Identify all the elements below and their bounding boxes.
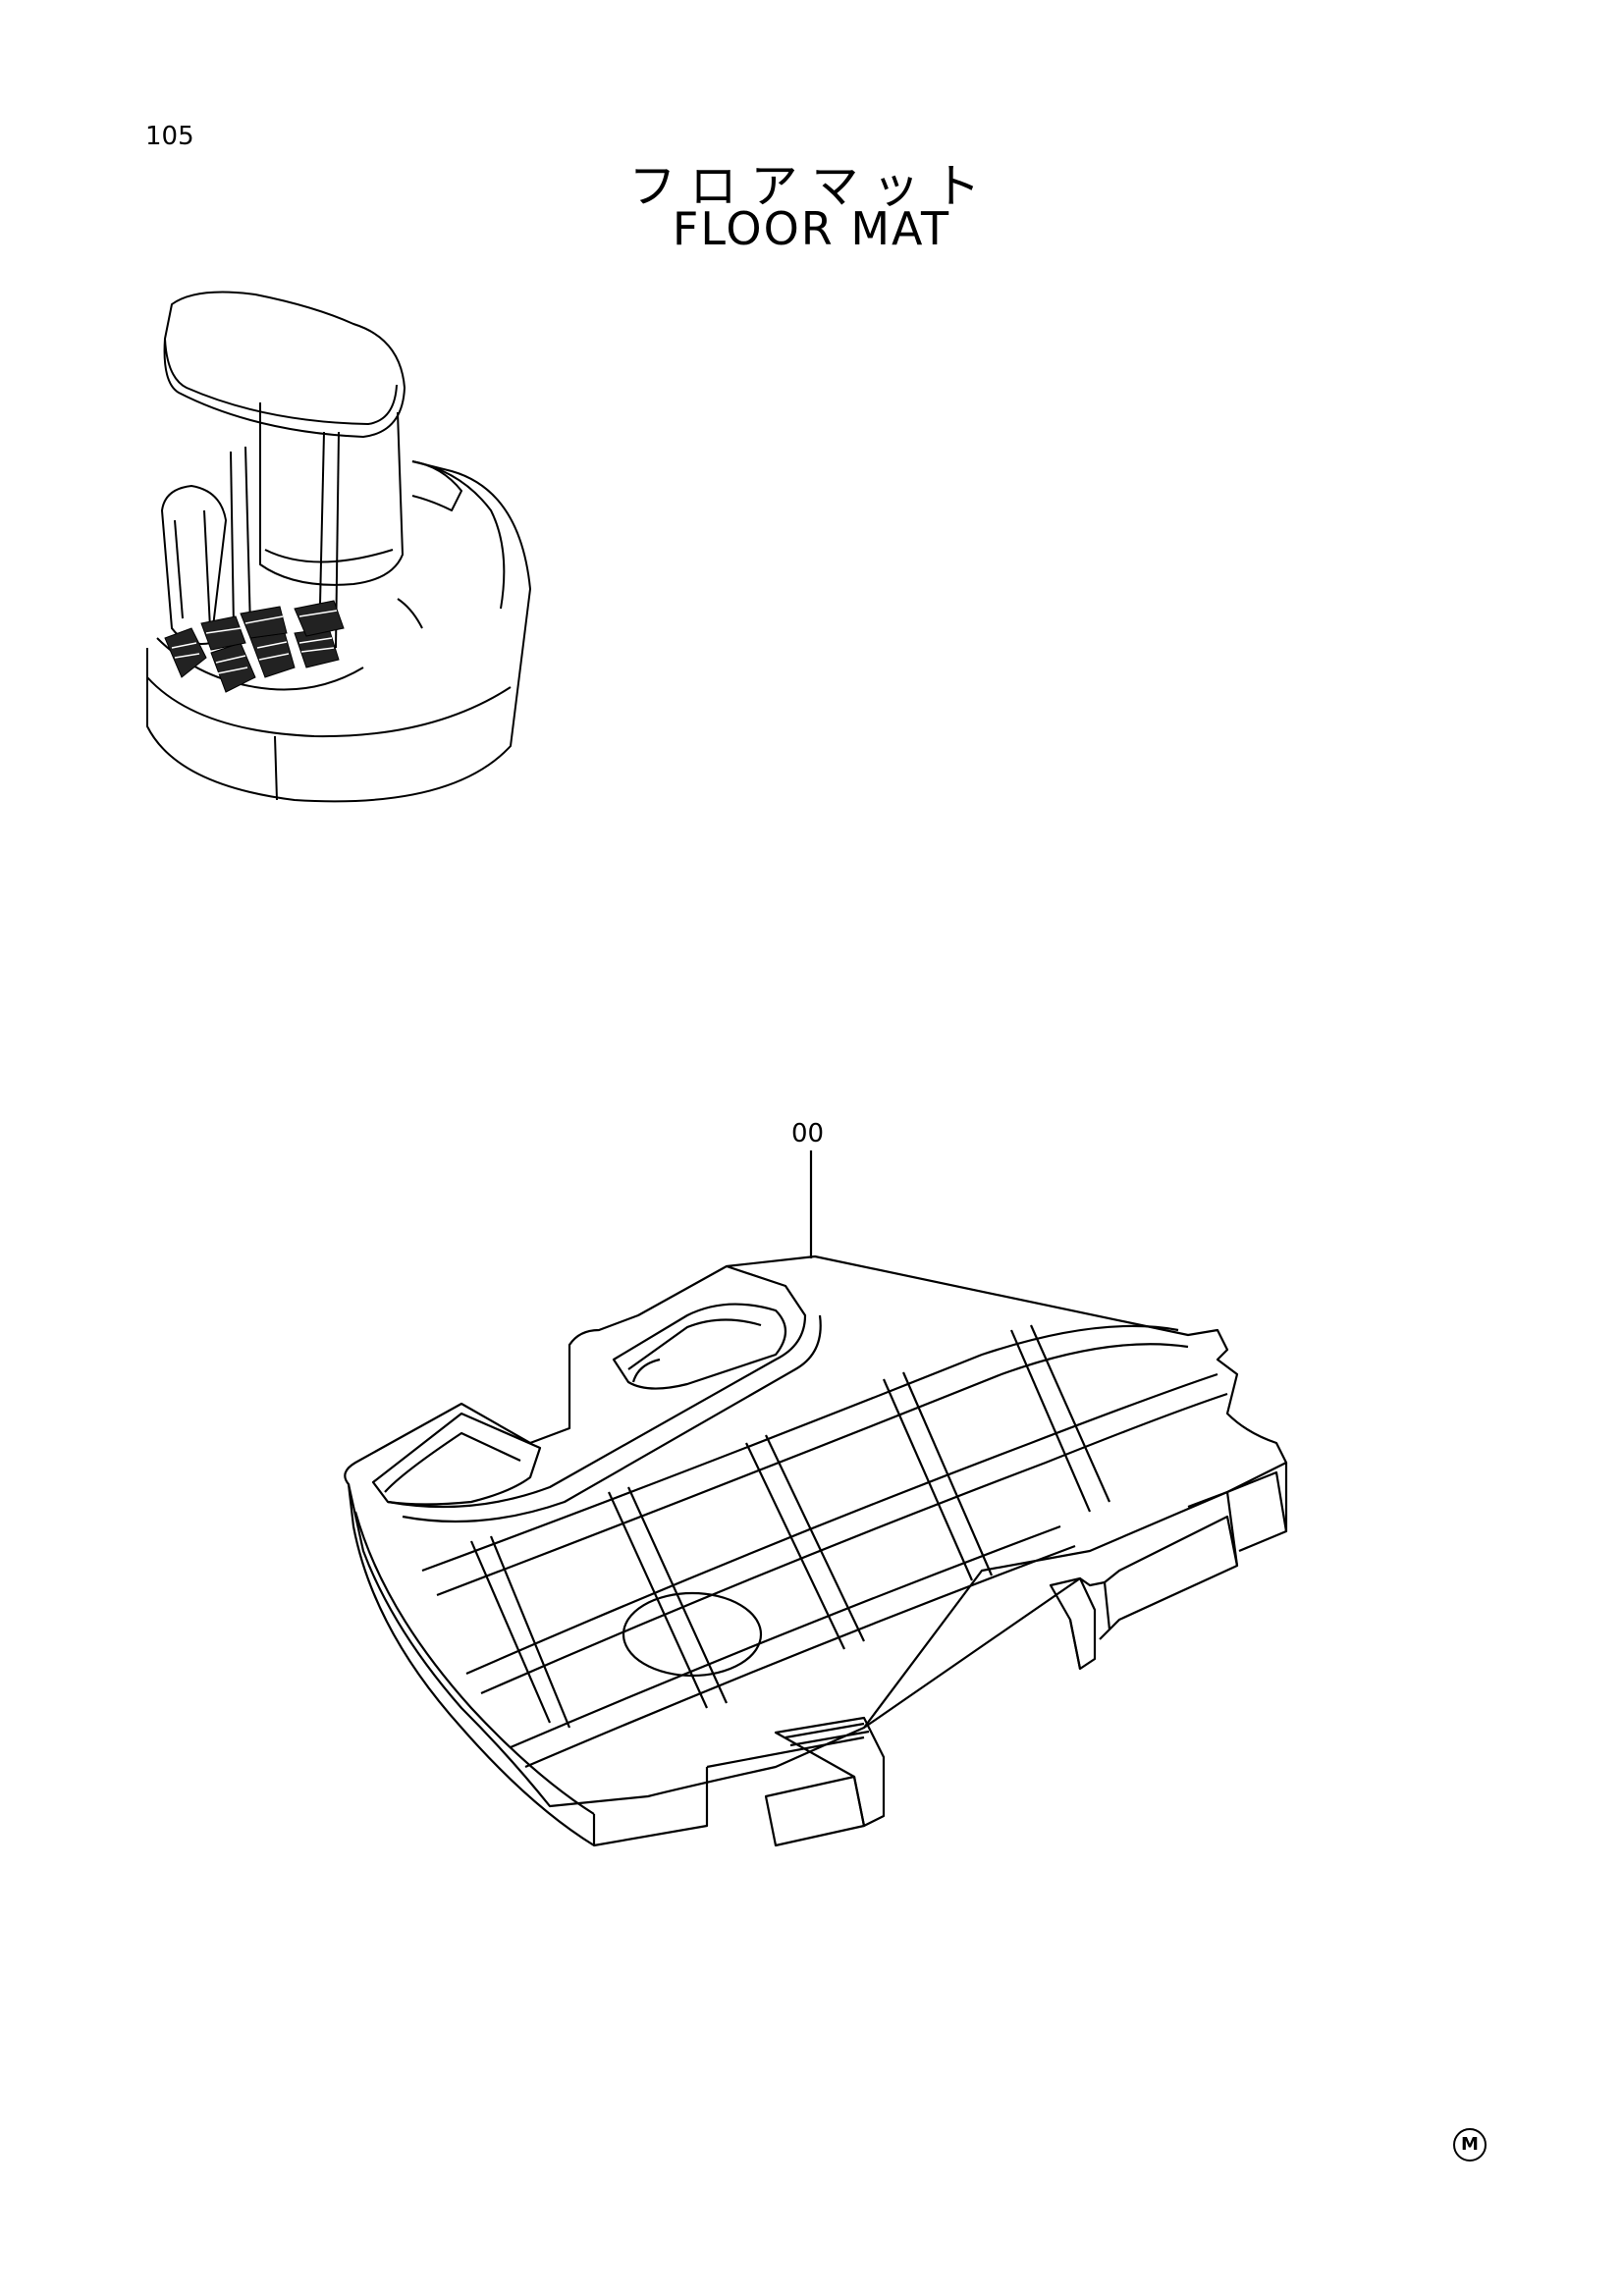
center-hole <box>623 1593 761 1676</box>
part-callout-label: 00 <box>791 1119 825 1148</box>
pedal-cutout-right <box>614 1305 785 1389</box>
mat-top-outline <box>345 1256 1286 1806</box>
mat-front-edge <box>349 1484 707 1845</box>
seat-column <box>260 402 403 585</box>
model-mark-badge: M <box>1453 2128 1487 2162</box>
cab-base-outline <box>147 461 530 801</box>
page-number: 105 <box>145 122 194 151</box>
seat-top <box>165 293 405 437</box>
floor-mat-highlight <box>165 601 344 692</box>
title-japanese: フロアマット <box>628 159 995 214</box>
right-rail <box>864 1578 1109 1728</box>
title-english: FLOOR MAT <box>672 202 951 255</box>
